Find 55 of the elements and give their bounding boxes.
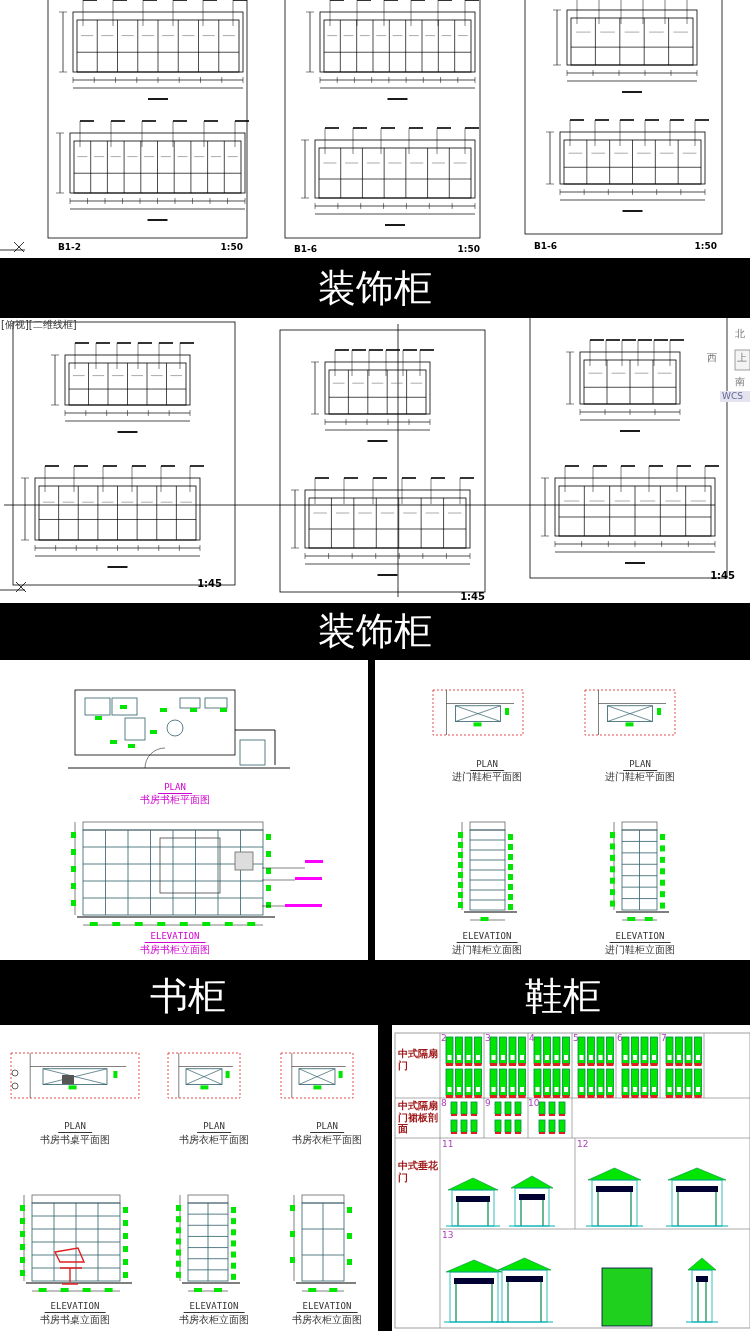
drawing-label: 进门鞋柜平面图 (452, 771, 522, 782)
callout-number: 11 (442, 1140, 454, 1150)
callout-number: 3 (485, 1034, 491, 1044)
callout-number: 6 (617, 1034, 623, 1044)
drawing-label: 进门鞋柜平面图 (605, 771, 675, 782)
drawing-label: ELEVATION (456, 932, 518, 943)
drawing-label: 书房衣柜立面图 (292, 1314, 362, 1325)
drawing-label: PLAN (470, 760, 504, 771)
compass-label: 西 (707, 352, 717, 363)
callout-number: 4 (529, 1034, 535, 1044)
drawing-label: 进门鞋柜立面图 (452, 944, 522, 955)
callout-number: 12 (577, 1140, 589, 1150)
row-label: 中式隔扇门 (398, 1048, 439, 1071)
drawing-label: 书房衣柜平面图 (292, 1134, 362, 1145)
compass-label: 上 (737, 352, 747, 363)
drawing-label: 书房衣柜立面图 (179, 1314, 249, 1325)
drawing-label: PLAN (623, 760, 657, 771)
title-band: 鞋柜 (375, 967, 750, 1025)
drawing-label: PLAN (310, 1122, 344, 1133)
drawing-label: 进门鞋柜立面图 (605, 944, 675, 955)
row-label: 中式隔扇门裙板剖面 (398, 1100, 439, 1135)
compass-label: 北 (735, 328, 745, 339)
callout-number: 13 (442, 1231, 454, 1241)
callout-number: 9 (485, 1099, 491, 1109)
drawing-label: ELEVATION (144, 932, 206, 943)
drawing-label: 1:45 (710, 570, 735, 581)
drawing-label: ELEVATION (183, 1302, 245, 1313)
drawing-label: 1:50 (220, 243, 243, 253)
callout-number: 10 (528, 1099, 540, 1109)
drawing-label: B1-6 (294, 245, 318, 255)
compass-label: WCS (722, 392, 743, 402)
callout-number: 2 (441, 1034, 447, 1044)
drawing-label: ELEVATION (296, 1302, 358, 1313)
drawing-label: 书房书柜立面图 (140, 944, 210, 955)
drawing-label: ELEVATION (44, 1302, 106, 1313)
title-band: 装饰柜 (0, 258, 750, 318)
drawing-label: B1-2 (58, 243, 82, 253)
row-label: 中式垂花门 (398, 1160, 439, 1183)
callout-number: 7 (661, 1034, 667, 1044)
drawing-label: 1:50 (694, 242, 717, 252)
drawing-label: B1-6 (534, 242, 558, 252)
drawing-label: 书房衣柜平面图 (179, 1134, 249, 1145)
drawing-label: ELEVATION (609, 932, 671, 943)
drawing-label: 书房书桌平面图 (40, 1134, 110, 1145)
title-band: 书柜 (0, 967, 375, 1025)
drawing-label: PLAN (58, 1122, 92, 1133)
compass-label: 南 (735, 376, 745, 387)
drawing-label: PLAN (197, 1122, 231, 1133)
drawing-label: 书房书桌立面图 (40, 1314, 110, 1325)
drawing-label: 书房书柜平面图 (140, 794, 210, 805)
callout-number: 5 (573, 1034, 579, 1044)
title-band: 装饰柜 (0, 603, 750, 660)
drawing-label: PLAN (158, 783, 192, 794)
callout-number: 8 (441, 1099, 447, 1109)
drawing-label: 1:50 (457, 245, 480, 255)
